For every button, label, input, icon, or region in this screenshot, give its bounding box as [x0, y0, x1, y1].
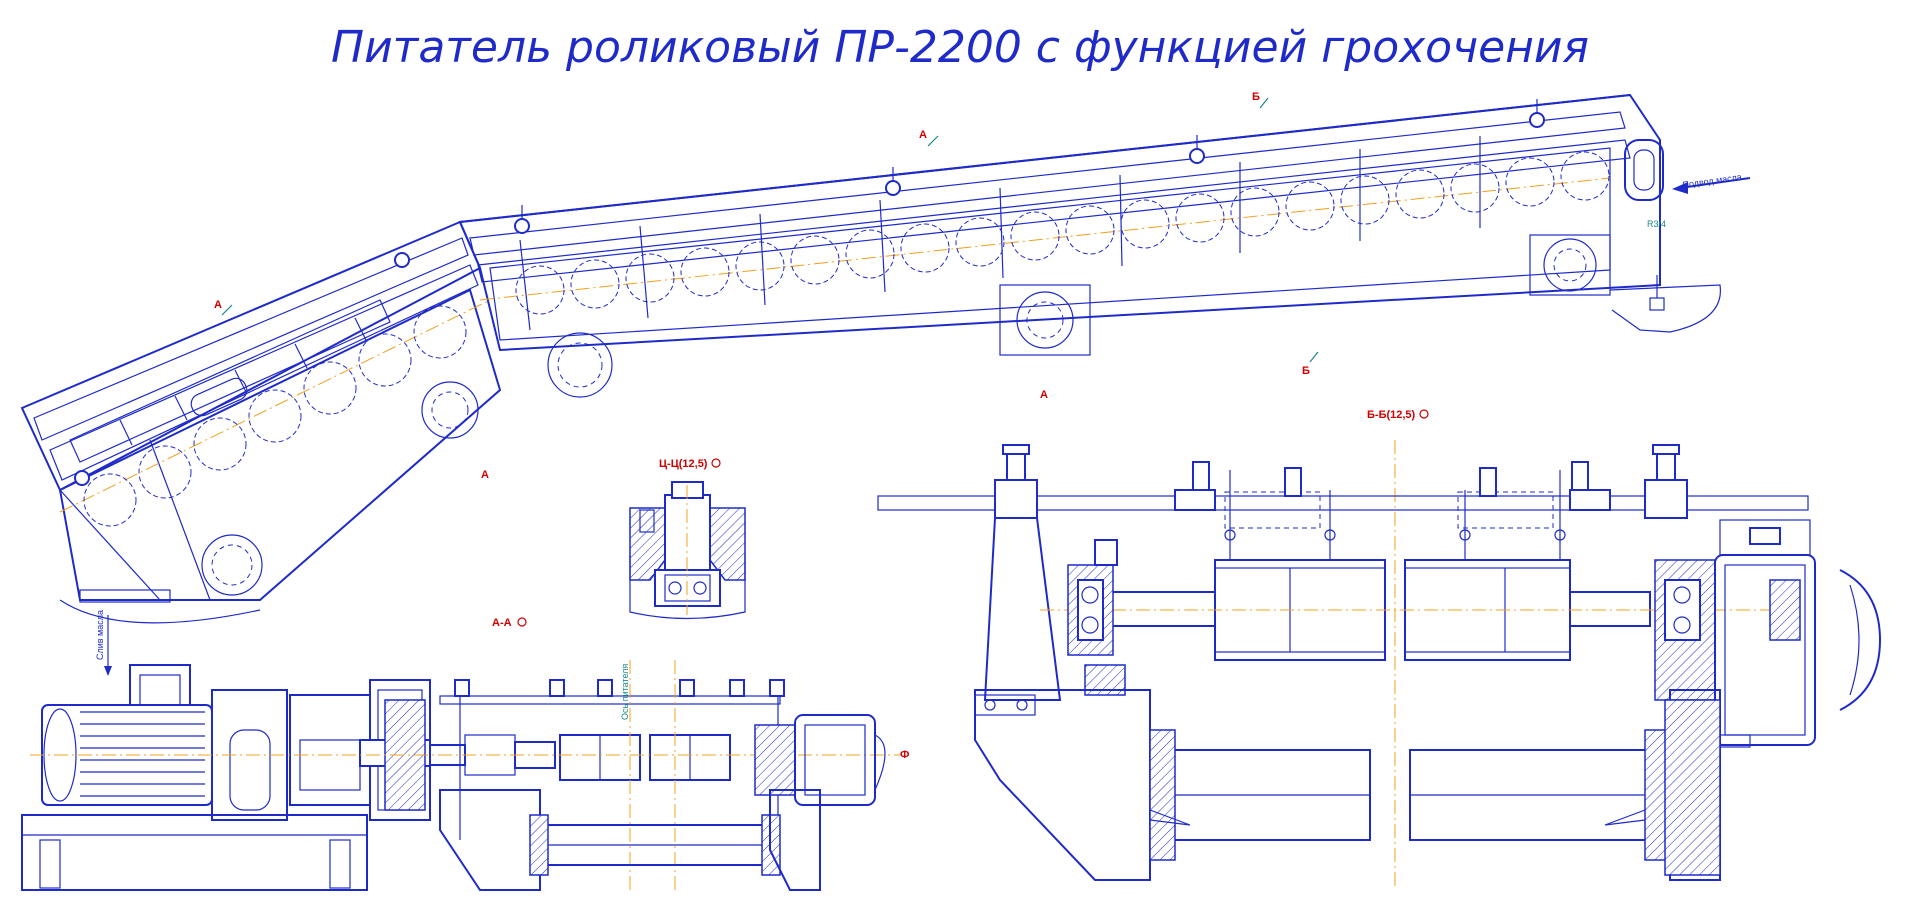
upper-long-section	[74, 93, 1751, 486]
section-marker-a-4: А	[481, 469, 489, 481]
section-c-c-detail: Ц-Ц(12,5)	[629, 458, 746, 620]
section-b-b-view: Б-Б(12,5)	[877, 409, 1882, 890]
drawing-title: Питатель роликовый ПР-2200 с функцией гр…	[331, 22, 1589, 73]
gear-reducer	[211, 679, 431, 821]
section-marker-a-3: А	[1040, 389, 1048, 401]
mark-phi: Ф	[900, 749, 909, 761]
section-marker-b-1: Б	[1252, 91, 1260, 103]
section-markers: А А А А Б Б	[214, 91, 1319, 481]
top-lifting-lugs	[74, 99, 1545, 486]
upper-rollers	[515, 151, 1610, 315]
oil-supply-label: Подвод масла	[1682, 172, 1743, 190]
section-a-a-view: А-А	[21, 617, 909, 891]
section-marker-a-2: А	[919, 129, 927, 141]
thread-mark-label: R3/4	[1647, 219, 1666, 229]
clamp-assemblies	[1174, 461, 1611, 560]
section-marker-a-1: А	[214, 299, 222, 311]
electric-motor	[41, 664, 213, 806]
oil-drain-label: Слив масла	[95, 610, 105, 660]
section-label-c-c: Ц-Ц(12,5)	[659, 458, 708, 470]
lower-support-beams	[974, 689, 1721, 881]
right-bearing-housing	[1654, 519, 1882, 748]
lower-rollers	[83, 305, 467, 527]
section-marker-b-2: Б	[1302, 365, 1310, 377]
left-bearing-housing	[1067, 539, 1126, 696]
lower-inclined-section	[20, 220, 613, 624]
section-label-b-b: Б-Б(12,5)	[1367, 409, 1416, 421]
feeder-elevation-view	[20, 93, 1751, 624]
feeder-axis-label-1: Ось питателя	[620, 664, 630, 720]
section-label-a-a: А-А	[492, 617, 512, 629]
upper-stiffeners	[519, 136, 1481, 331]
